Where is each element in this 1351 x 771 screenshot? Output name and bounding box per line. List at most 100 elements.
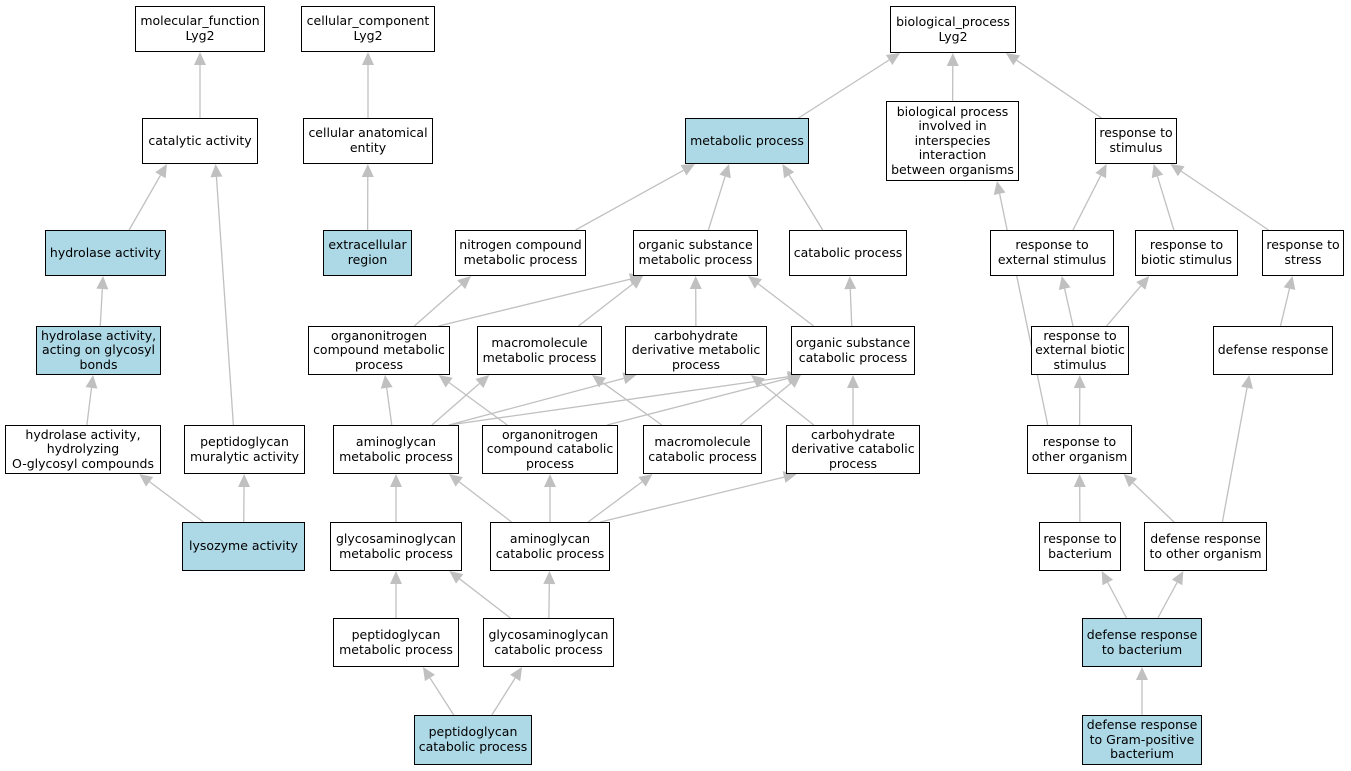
arrowhead-rts-bp [1005, 53, 1021, 66]
node-label: peptidoglycan catabolic process [418, 724, 528, 754]
node-label: organonitrogen compound metabolic proces… [313, 327, 445, 372]
node-hoc[interactable]: hydrolase activity, hydrolyzing O-glycos… [5, 425, 161, 474]
node-label: peptidoglycan muralytic activity [189, 433, 300, 464]
node-bp[interactable]: biological_process Lyg2 [890, 6, 1016, 53]
node-osc[interactable]: organic substance catabolic process [791, 326, 915, 375]
node-res[interactable]: response to external stimulus [990, 230, 1114, 276]
node-label: nitrogen compound metabolic process [459, 237, 582, 267]
node-mmp[interactable]: macromolecule metabolic process [477, 326, 602, 375]
edge-osc-cp [849, 288, 853, 327]
edge-osc-osm [757, 283, 815, 327]
node-label: extracellular region [328, 237, 407, 267]
arrowhead-agm-mmp [475, 375, 490, 389]
node-onm[interactable]: organonitrogen compound metabolic proces… [308, 326, 450, 375]
node-cdm[interactable]: carbohydrate derivative metabolic proces… [625, 326, 767, 375]
arrowhead-ncm-met [680, 164, 695, 176]
node-agm[interactable]: aminoglycan metabolic process [333, 425, 459, 474]
node-label: cellular anatomical entity [308, 125, 428, 155]
arrowhead-drg-drb [1136, 667, 1148, 680]
node-met[interactable]: metabolic process [685, 118, 809, 164]
node-label: response to stress [1266, 237, 1340, 267]
edge-mcp-osc [739, 382, 792, 426]
node-lys[interactable]: lysozyme activity [182, 522, 305, 571]
node-label: aminoglycan catabolic process [495, 530, 605, 561]
arrowhead-mmp-osm [629, 276, 643, 289]
arrowhead-osm-met [719, 164, 731, 179]
node-bpi[interactable]: biological process involved in interspec… [886, 101, 1019, 181]
edge-rts-bp [1016, 59, 1102, 119]
node-pgm[interactable]: peptidoglycan muralytic activity [184, 425, 305, 474]
node-label: hydrolase activity [49, 244, 162, 260]
node-drg[interactable]: defense response to Gram-positive bacter… [1082, 715, 1202, 765]
node-drb[interactable]: defense response to bacterium [1082, 618, 1202, 667]
edge-agc-cdc [600, 476, 785, 523]
node-cdc[interactable]: carbohydrate derivative catabolic proces… [786, 425, 920, 474]
edge-hgb-hyd [99, 288, 103, 327]
arrowhead-rto-reb [1073, 375, 1086, 389]
arrowhead-osc-cp [844, 276, 857, 290]
node-osm[interactable]: organic substance metabolic process [633, 230, 758, 276]
node-agc[interactable]: aminoglycan catabolic process [490, 522, 610, 571]
node-label: carbohydrate derivative metabolic proces… [631, 327, 761, 372]
node-cae[interactable]: cellular anatomical entity [303, 118, 433, 164]
node-rbs[interactable]: response to biotic stimulus [1135, 230, 1238, 276]
node-hgb[interactable]: hydrolase activity, acting on glycosyl b… [36, 326, 161, 375]
arrowhead-pgp-gam [390, 571, 402, 584]
edge-res-rts [1072, 175, 1102, 231]
node-label: macromolecule metabolic process [482, 334, 597, 365]
node-label: biological_process Lyg2 [896, 13, 1010, 44]
node-label: glycosaminoglycan catabolic process [488, 626, 609, 657]
node-label: response to other organism [1031, 433, 1128, 464]
node-rto[interactable]: response to other organism [1027, 425, 1132, 474]
node-label: defense response to other organism [1149, 530, 1262, 561]
node-dro[interactable]: defense response to other organism [1144, 522, 1267, 571]
node-pgc[interactable]: peptidoglycan catabolic process [414, 715, 532, 765]
node-label: defense response to bacterium [1086, 626, 1198, 657]
node-rtb[interactable]: response to bacterium [1039, 522, 1121, 571]
arrowhead-gam-agm [390, 474, 402, 487]
arrowhead-agm-onm [380, 375, 393, 389]
edge-mcp-mmp [602, 382, 663, 426]
node-gam[interactable]: glycosaminoglycan metabolic process [330, 522, 462, 571]
node-ext[interactable]: extracellular region [323, 230, 412, 276]
edge-reb-res [1064, 288, 1074, 327]
arrowhead-gac-agc [543, 571, 556, 585]
edge-agc-agm [458, 481, 512, 523]
arrowhead-agc-cdc [782, 471, 797, 483]
node-ncm[interactable]: nitrogen compound metabolic process [455, 230, 586, 276]
edge-agm-onm [386, 387, 393, 426]
arrowhead-pgm-cat [210, 164, 223, 178]
node-occ[interactable]: organonitrogen compound catabolic proces… [482, 425, 618, 474]
arrowhead-dro-dr [1241, 375, 1253, 389]
edge-onm-ncm [413, 284, 462, 327]
node-reb[interactable]: response to external biotic stimulus [1031, 326, 1129, 375]
node-mcp[interactable]: macromolecule catabolic process [643, 425, 762, 474]
arrowhead-agm-cdm [622, 372, 637, 385]
node-label: molecular_function Lyg2 [140, 13, 260, 43]
edge-dro-dr [1221, 387, 1248, 523]
edge-pgc-gac [491, 677, 516, 716]
edge-hyd-cat [128, 174, 162, 231]
arrowhead-dr-rst [1283, 276, 1296, 291]
node-hyd[interactable]: hydrolase activity [45, 230, 166, 276]
node-dr[interactable]: defense response [1213, 326, 1333, 375]
edge-occ-onm [448, 382, 508, 426]
edge-dr-rst [1279, 288, 1291, 327]
arrowhead-cdc-cdm [750, 375, 765, 388]
node-rts[interactable]: response to stimulus [1095, 118, 1177, 164]
edge-dro-rto [1132, 482, 1175, 523]
node-cp[interactable]: catabolic process [789, 230, 907, 276]
node-rst[interactable]: response to stress [1262, 230, 1344, 276]
edge-occ-osc [606, 377, 789, 426]
node-gac[interactable]: glycosaminoglycan catabolic process [483, 618, 614, 667]
node-mf[interactable]: molecular_function Lyg2 [135, 6, 265, 52]
node-pgp[interactable]: peptidoglycan metabolic process [333, 618, 459, 667]
edge-pgm-cat [215, 176, 235, 426]
node-label: hydrolase activity, acting on glycosyl b… [40, 327, 157, 372]
node-label: response to external stimulus [997, 237, 1107, 267]
arrowhead-lys-pgm [238, 474, 251, 488]
edge-rto-bpi [998, 193, 1049, 426]
edge-drb-dro [1157, 582, 1178, 619]
node-cc[interactable]: cellular_component Lyg2 [301, 6, 435, 52]
node-cat[interactable]: catalytic activity [142, 118, 258, 164]
